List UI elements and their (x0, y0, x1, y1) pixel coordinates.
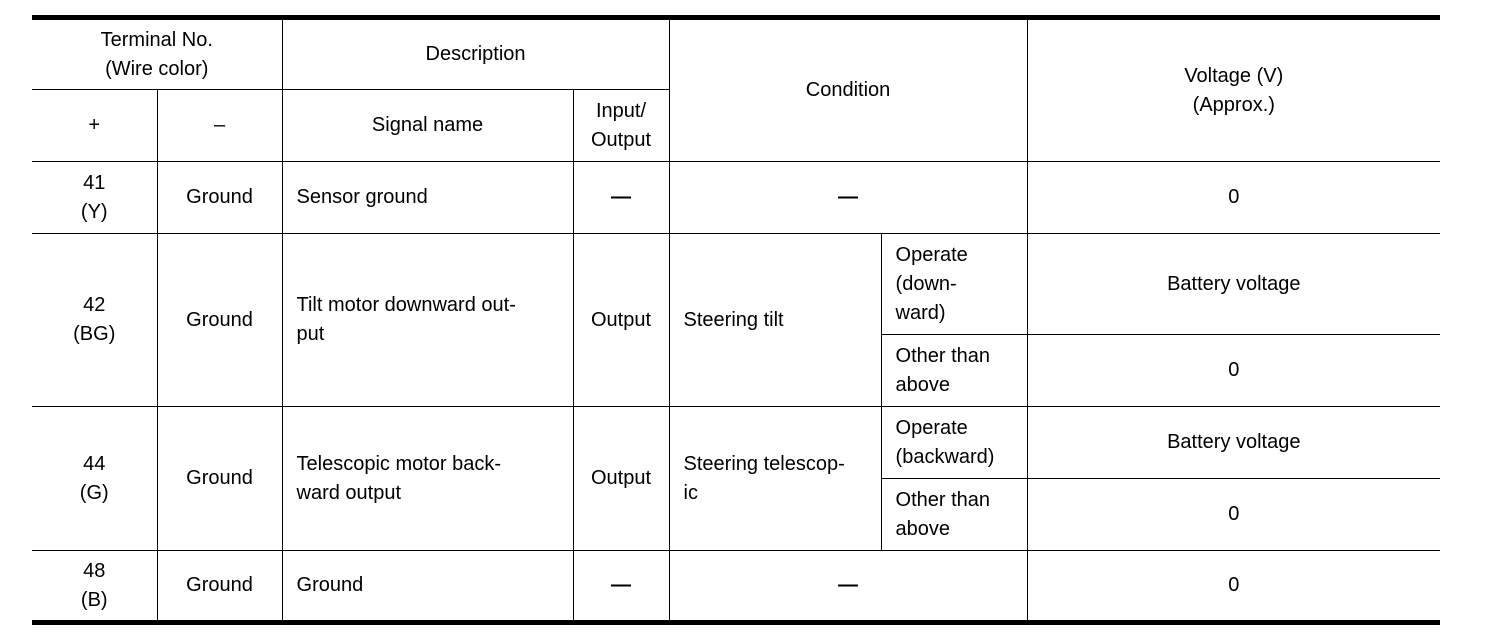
header-plus: + (32, 89, 158, 162)
header-terminal-no: Terminal No. (100, 28, 213, 51)
signal-name: Telescopic motor back- ward output (281, 406, 574, 551)
header-input-output: Input/ Output (572, 89, 670, 162)
table-row: 42 (BG) Ground Tilt motor downward out- … (32, 233, 1441, 407)
wire-color: (B) (80, 588, 108, 611)
terminal-cell: 44 (G) (32, 406, 158, 551)
voltage: Battery voltage (1026, 233, 1441, 335)
wire-color: (Y) (80, 200, 108, 223)
terminal-spec-table: Terminal No. (Wire color) Description Co… (32, 15, 1441, 625)
terminal-number: 42 (83, 294, 106, 316)
table-row: 48 (B) Ground Ground — — 0 (32, 550, 1441, 623)
input-output: Output (572, 233, 670, 407)
terminal-cell: 41 (Y) (32, 161, 158, 234)
terminal-number: 44 (83, 452, 106, 475)
condition: Steering tilt (668, 233, 882, 407)
minus-terminal: Ground (156, 550, 283, 623)
terminal-cell: 42 (BG) (32, 233, 158, 407)
table-row-sub: Other than above 0 (32, 334, 1441, 407)
header-condition: Condition (668, 17, 1028, 162)
voltage: Battery voltage (1026, 406, 1441, 479)
table-row: 41 (Y) Ground Sensor ground — — 0 (32, 161, 1441, 234)
input-output: — (572, 550, 670, 623)
condition: — (668, 550, 1028, 623)
condition-state: Other than above (881, 334, 1028, 407)
header-description: Description (281, 17, 670, 90)
table-row: 44 (G) Ground Telescopic motor back- war… (32, 406, 1441, 551)
header-voltage: Voltage (V) (Approx.) (1026, 17, 1441, 162)
header-signal-name: Signal name (281, 89, 574, 162)
condition-state: Operate (backward) (880, 406, 1028, 479)
header-wire-color: (Wire color) (105, 57, 209, 80)
header-approx: (Approx.) (1192, 93, 1275, 116)
terminal-number: 48 (83, 559, 106, 582)
voltage: 0 (1026, 550, 1441, 623)
header-input: Input/ (596, 99, 647, 122)
voltage: 0 (1026, 478, 1441, 551)
terminal-number: 41 (83, 171, 106, 194)
terminal-cell: 48 (B) (32, 550, 158, 623)
header-output: Output (591, 128, 652, 151)
condition: — (668, 161, 1028, 234)
wire-color: (G) (79, 481, 109, 504)
voltage: 0 (1026, 334, 1441, 407)
header-voltage-label: Voltage (V) (1184, 64, 1284, 87)
input-output: — (572, 161, 670, 234)
minus-terminal: Ground (156, 406, 283, 551)
input-output: Output (572, 406, 670, 551)
signal-name: Sensor ground (281, 161, 574, 234)
wire-color: (BG) (73, 323, 116, 345)
table-row-sub: Other than above 0 (32, 478, 1441, 551)
condition-state: Other than above (881, 478, 1028, 551)
header-minus: – (156, 89, 283, 162)
condition: Steering telescop- ic (668, 406, 882, 551)
signal-name: Ground (281, 550, 574, 623)
condition-state: Operate (down- ward) (880, 233, 1028, 335)
minus-terminal: Ground (156, 161, 283, 234)
minus-terminal: Ground (156, 233, 283, 407)
voltage: 0 (1026, 161, 1441, 234)
signal-name: Tilt motor downward out- put (281, 233, 574, 407)
header-row-1: Terminal No. (Wire color) Description Co… (32, 17, 1441, 162)
header-terminal: Terminal No. (Wire color) (32, 17, 283, 90)
